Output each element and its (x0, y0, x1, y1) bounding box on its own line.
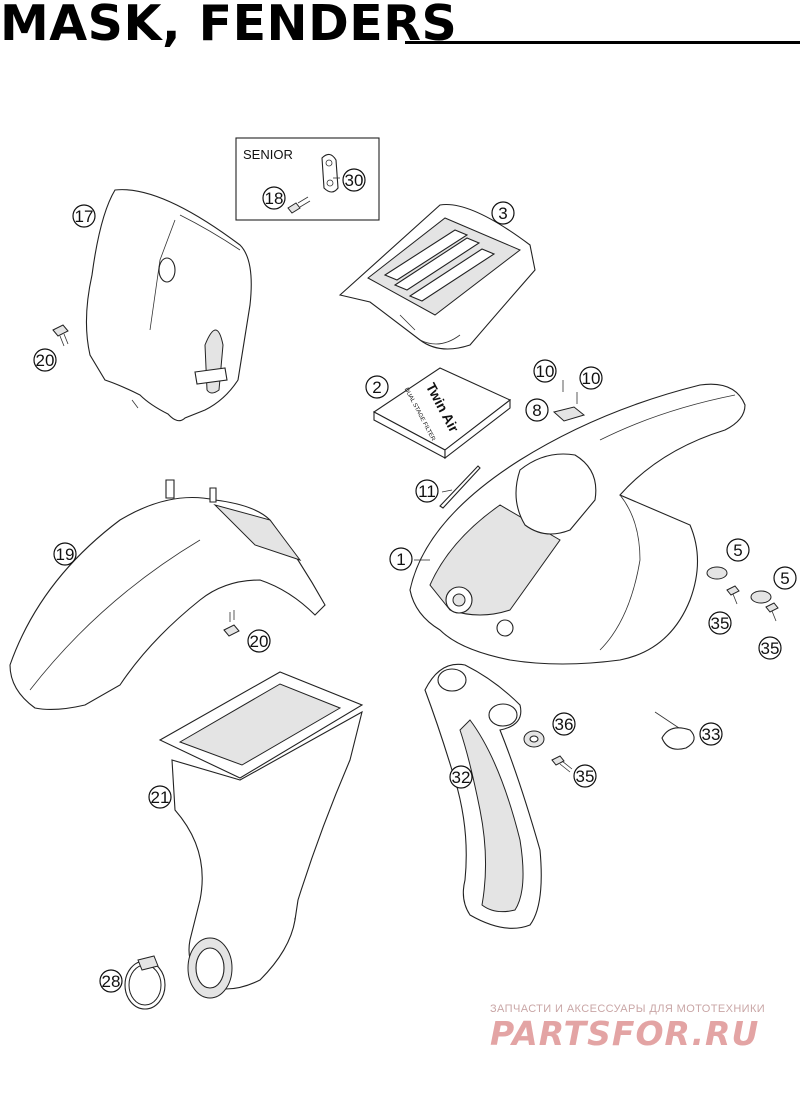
svg-text:32: 32 (452, 768, 471, 787)
svg-text:10: 10 (582, 369, 601, 388)
callout-10-b: 10 (579, 366, 603, 390)
part-32-side-duct (424, 663, 542, 929)
svg-text:35: 35 (576, 767, 595, 786)
part-1-rear-fender (409, 383, 746, 665)
part-8-10-bracket-screws (552, 380, 586, 422)
svg-text:5: 5 (780, 569, 789, 588)
callout-28: 28 (99, 969, 123, 993)
page-title: MASK, FENDERS (0, 0, 458, 52)
part-17-number-plate (85, 189, 252, 422)
part-21-intake-boot (158, 671, 364, 999)
callout-20-upper: 20 (33, 348, 57, 372)
svg-text:11: 11 (418, 482, 436, 501)
part-11-seal-strip (439, 465, 481, 509)
watermark-logo: PARTSFOR.RU (490, 1014, 760, 1053)
title-underline (405, 41, 800, 44)
callout-32: 32 (449, 765, 473, 789)
part-36-35-33-hardware (523, 711, 695, 773)
senior-label: SENIOR (243, 147, 293, 162)
svg-text:1: 1 (396, 550, 405, 569)
svg-text:19: 19 (56, 545, 75, 564)
part-5-35-grommets-screws (706, 566, 779, 622)
part-19-front-fender (9, 479, 326, 711)
callout-1: 1 (389, 547, 413, 571)
callout-2: 2 (365, 375, 389, 399)
callout-17: 17 (72, 204, 96, 228)
callout-19: 19 (53, 542, 77, 566)
callout-11: 11 (415, 479, 439, 503)
svg-text:20: 20 (36, 351, 55, 370)
svg-text:8: 8 (532, 401, 541, 420)
svg-text:35: 35 (711, 614, 730, 633)
callout-10-a: 10 (533, 359, 557, 383)
callout-5-b: 5 (773, 566, 797, 590)
svg-text:35: 35 (761, 639, 780, 658)
callout-35-a: 35 (708, 611, 732, 635)
svg-text:10: 10 (536, 362, 555, 381)
callout-20-lower: 20 (247, 629, 271, 653)
svg-text:2: 2 (372, 378, 381, 397)
part-20-screw-lower (223, 610, 240, 637)
callout-5-a: 5 (726, 538, 750, 562)
svg-text:20: 20 (250, 632, 269, 651)
svg-text:28: 28 (102, 972, 121, 991)
svg-text:33: 33 (702, 725, 721, 744)
leader-lines (333, 177, 453, 561)
callout-35-b: 35 (758, 636, 782, 660)
svg-text:21: 21 (151, 788, 170, 807)
svg-text:5: 5 (733, 541, 742, 560)
callout-35-c: 35 (573, 764, 597, 788)
svg-text:36: 36 (555, 715, 574, 734)
svg-text:30: 30 (345, 171, 364, 190)
part-3-airbox-cover (338, 203, 536, 350)
callout-3: 3 (491, 201, 515, 225)
svg-text:17: 17 (75, 207, 94, 226)
callout-21: 21 (148, 785, 172, 809)
part-20-screw-upper (52, 324, 69, 347)
callout-18: 18 (262, 186, 286, 210)
callout-30: 30 (342, 168, 366, 192)
watermark-tagline: ЗАПЧАСТИ И АКСЕССУАРЫ ДЛЯ МОТОТЕХНИКИ (490, 1003, 766, 1015)
svg-text:18: 18 (265, 189, 284, 208)
part-28-hose-clamp (124, 955, 166, 1010)
callout-33: 33 (699, 722, 723, 746)
part-2-air-filter-pack: Twin Air DUAL STAGE FILTER (372, 367, 512, 460)
callout-36: 36 (552, 712, 576, 736)
svg-text:3: 3 (498, 204, 507, 223)
callout-8: 8 (525, 398, 549, 422)
